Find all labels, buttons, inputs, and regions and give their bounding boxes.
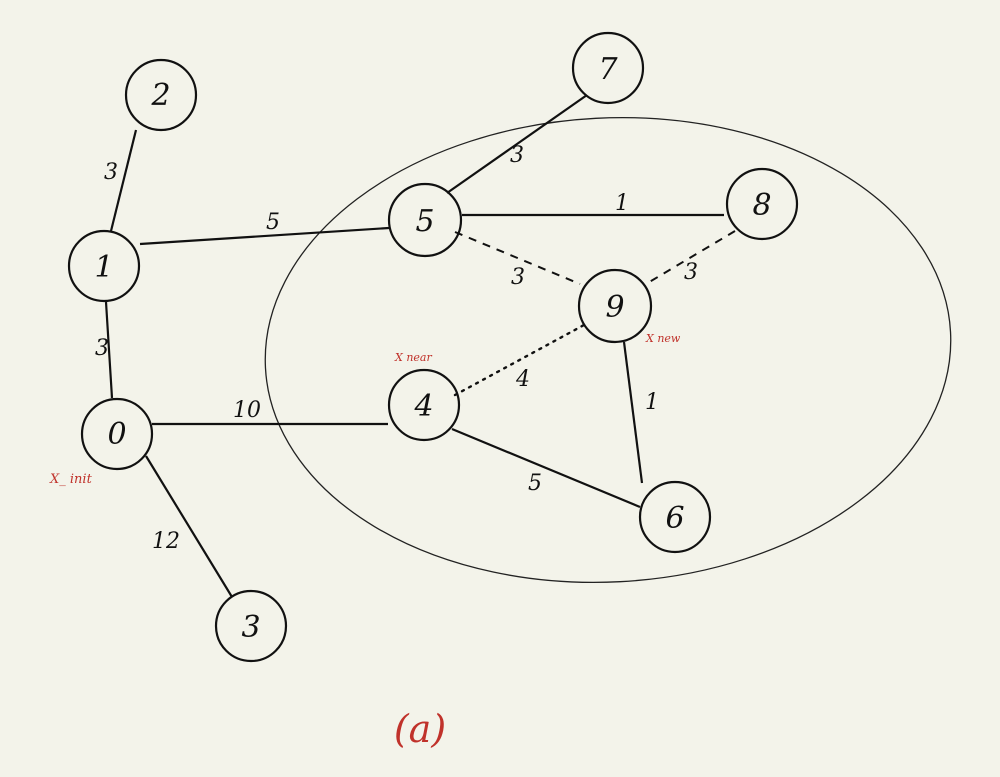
x-init-annotation: X_ init: [49, 472, 93, 487]
node-0-label: 0: [107, 417, 126, 452]
edge-1-2: [109, 129, 138, 232]
weight-5-8: 1: [615, 191, 629, 216]
node-5-label: 5: [415, 204, 434, 239]
edge-9-6: [622, 341, 644, 484]
edge-5-7: [446, 94, 588, 194]
node-1: 1: [67, 229, 141, 303]
edge-4-9: [453, 323, 586, 397]
node-7-label: 7: [598, 52, 618, 87]
weight-8-9: 3: [684, 260, 698, 285]
node-4-label: 4: [413, 389, 433, 424]
node-0: 0: [80, 397, 154, 471]
node-2-label: 2: [150, 78, 170, 113]
node-9: 9: [577, 268, 653, 344]
node-5: 5: [387, 182, 463, 258]
edge-weights: 3 5 3 10 12 3 1 3 3 4 1 5: [95, 143, 698, 554]
neighborhood-ellipse: [264, 116, 952, 584]
edge-0-3: [145, 455, 233, 598]
weight-0-4: 10: [233, 398, 261, 423]
x-near-annotation: X near: [394, 351, 432, 364]
weight-1-2: 3: [104, 160, 118, 185]
edges: [104, 94, 736, 598]
weight-9-6: 1: [645, 390, 659, 415]
weight-0-3: 12: [152, 529, 180, 554]
figure-caption: (a): [394, 707, 446, 751]
weight-1-0: 3: [95, 336, 109, 361]
node-6-label: 6: [665, 501, 684, 536]
edge-5-9: [454, 231, 581, 285]
x-new-annotation: X new: [645, 332, 681, 345]
weight-4-9: 4: [515, 367, 530, 392]
node-8-label: 8: [752, 188, 771, 223]
weight-5-7: 3: [510, 143, 524, 168]
edge-4-6: [451, 427, 641, 509]
node-1-label: 1: [94, 250, 113, 285]
weight-5-9: 3: [511, 265, 525, 290]
node-3-label: 3: [241, 610, 260, 645]
weight-1-5: 5: [266, 210, 280, 235]
node-2: 2: [124, 58, 198, 132]
edge-8-9: [645, 230, 736, 285]
node-6: 6: [638, 480, 712, 554]
node-4: 4: [387, 368, 461, 442]
edge-1-0: [104, 301, 114, 399]
weight-4-6: 5: [528, 471, 542, 496]
node-3: 3: [214, 589, 288, 663]
node-7: 7: [571, 31, 645, 105]
edge-1-5: [139, 226, 390, 246]
node-8: 8: [725, 167, 799, 241]
node-9-label: 9: [605, 290, 624, 325]
